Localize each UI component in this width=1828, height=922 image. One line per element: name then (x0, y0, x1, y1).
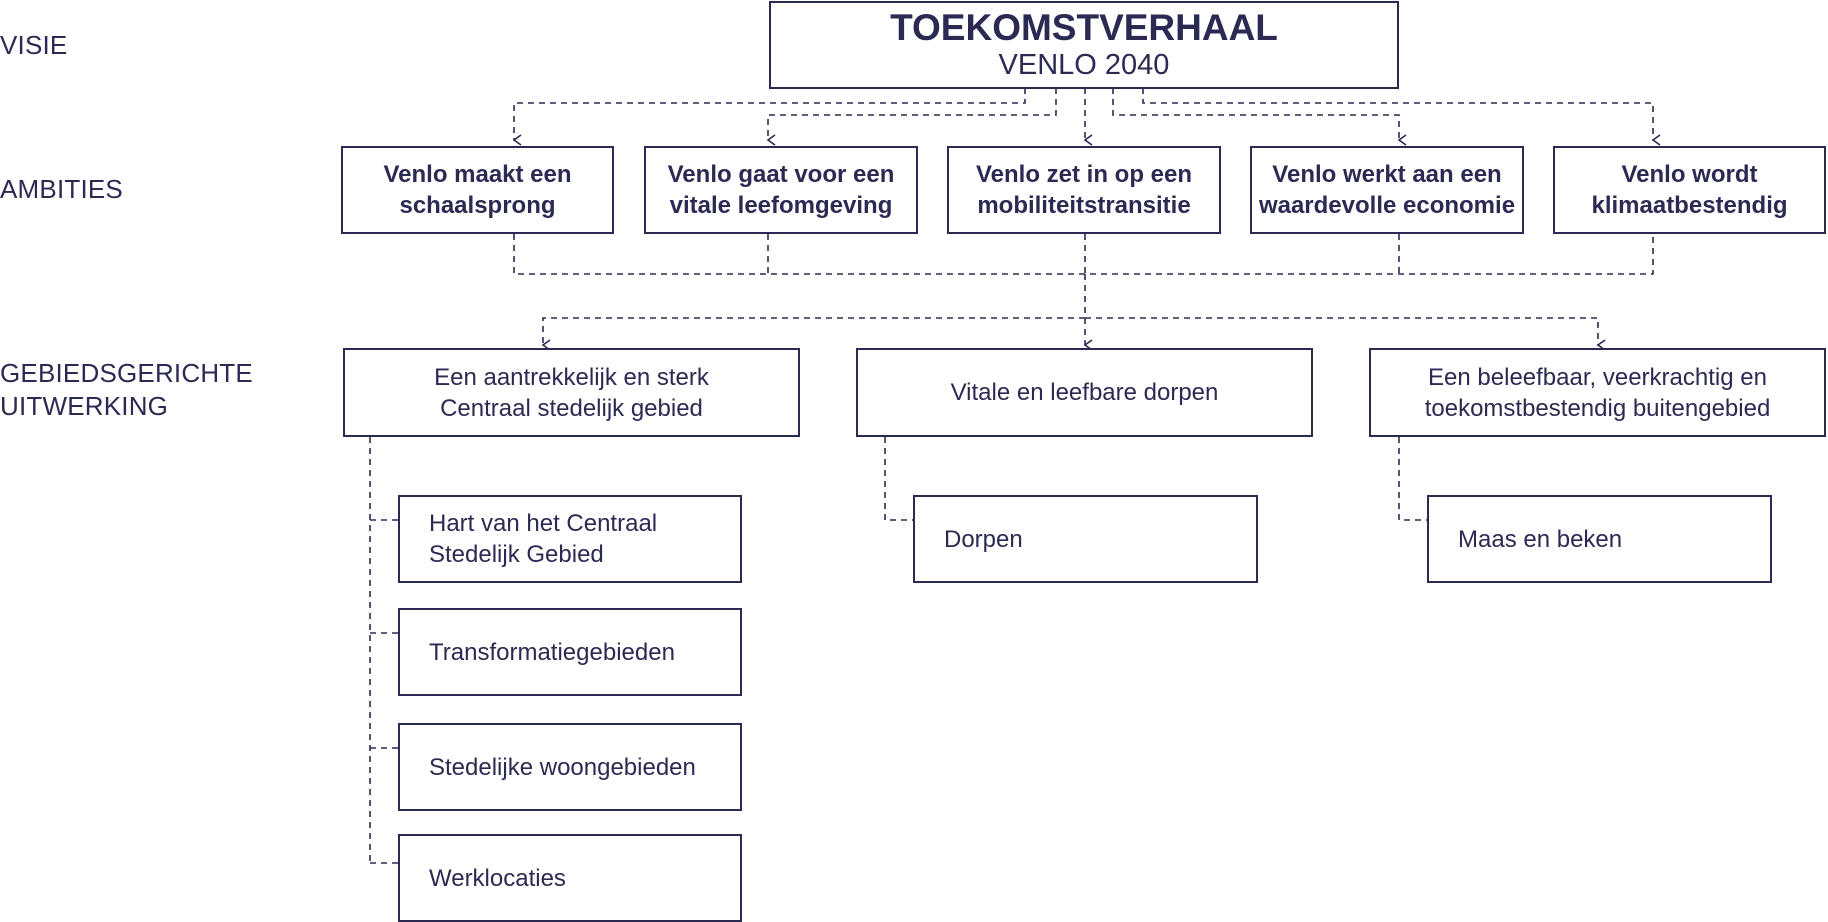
gebied-box-buitengebied: Een beleefbaar, veerkrachtig en toekomst… (1369, 348, 1826, 437)
ambitie-box-economie: Venlo werkt aan een waardevolle economie (1250, 146, 1524, 234)
row-label-gebiedsgerichte-line2: UITWERKING (0, 391, 169, 421)
sub-line1: Transformatiegebieden (429, 638, 675, 666)
ambitie-box-schaalsprong: Venlo maakt een schaalsprong (341, 146, 614, 234)
ambitie-box-klimaat: Venlo wordt klimaatbestendig (1553, 146, 1826, 234)
connector-dorpen-sub (884, 437, 913, 521)
ambitie-line2: klimaatbestendig (1591, 192, 1788, 219)
ambitie-line2: vitale leefomgeving (669, 192, 893, 219)
row-label-gebiedsgerichte-line1: GEBIEDSGERICHTE (0, 358, 253, 388)
connector-top-to-ambitie-4 (1112, 88, 1407, 146)
gebied-line1: Een beleefbaar, veerkrachtig en (1428, 363, 1767, 391)
sub-line2: Stedelijk Gebied (429, 541, 604, 568)
toekomstverhaal-title: TOEKOMSTVERHAAL (890, 7, 1278, 48)
ambitie-line1: Venlo zet in op een (975, 161, 1193, 188)
connector-top-to-ambitie-2 (766, 88, 1057, 146)
sub-line1: Hart van het Centraal (429, 510, 658, 537)
connector-to-gebied-3 (1085, 317, 1606, 351)
ambitie-line2: waardevolle economie (1258, 192, 1516, 219)
connector-ambities-collector (513, 234, 1654, 275)
row-label-ambities: AMBITIES (0, 174, 123, 204)
connector-to-gebied-1 (541, 317, 1085, 351)
gebied-line2: Centraal stedelijk gebied (440, 394, 703, 422)
connector-top-to-ambitie-1 (512, 88, 1026, 146)
ambitie-line2: schaalsprong (399, 192, 556, 219)
ambitie-box-leefomgeving: Venlo gaat voor een vitale leefomgeving (644, 146, 918, 234)
ambitie-box-mobiliteit: Venlo zet in op een mobiliteitstransitie (947, 146, 1221, 234)
ambitie-line1: Venlo maakt een (383, 161, 572, 188)
sub-box-maas-beken: Maas en beken (1427, 495, 1772, 583)
sub-box-dorpen: Dorpen (913, 495, 1258, 583)
gebied-box-centraal: Een aantrekkelijk en sterk Centraal sted… (343, 348, 800, 437)
sub-line1: Werklocaties (429, 864, 566, 892)
ambitie-line2: mobiliteitstransitie (977, 192, 1191, 219)
sub-box-woongebieden: Stedelijke woongebieden (398, 723, 742, 811)
toekomstverhaal-subtitle: VENLO 2040 (998, 49, 1170, 81)
sub-line1: Maas en beken (1458, 525, 1623, 553)
sub-box-transformatie: Transformatiegebieden (398, 608, 742, 696)
sub-box-hart: Hart van het Centraal Stedelijk Gebied (398, 495, 742, 583)
gebied-line2: toekomstbestendig buitengebied (1424, 394, 1771, 422)
sub-line1: Stedelijke woongebieden (429, 753, 696, 781)
ambitie-line1: Venlo wordt (1621, 161, 1758, 188)
gebied-box-dorpen: Vitale en leefbare dorpen (856, 348, 1313, 437)
ambitie-line1: Venlo werkt aan een (1272, 161, 1502, 188)
sub-line1: Dorpen (944, 525, 1023, 553)
row-label-visie: VISIE (0, 30, 68, 60)
connector-buiten-sub (1398, 437, 1427, 521)
connector-top-to-ambitie-5 (1142, 88, 1661, 146)
sub-box-werklocaties: Werklocaties (398, 834, 742, 922)
ambitie-line1: Venlo gaat voor een (667, 161, 895, 188)
row-label-gebiedsgerichte: GEBIEDSGERICHTE UITWERKING (0, 357, 253, 423)
toekomstverhaal-box: TOEKOMSTVERHAAL VENLO 2040 (769, 1, 1399, 89)
gebied-line1: Vitale en leefbare dorpen (950, 379, 1219, 406)
gebied-line1: Een aantrekkelijk en sterk (434, 363, 709, 391)
